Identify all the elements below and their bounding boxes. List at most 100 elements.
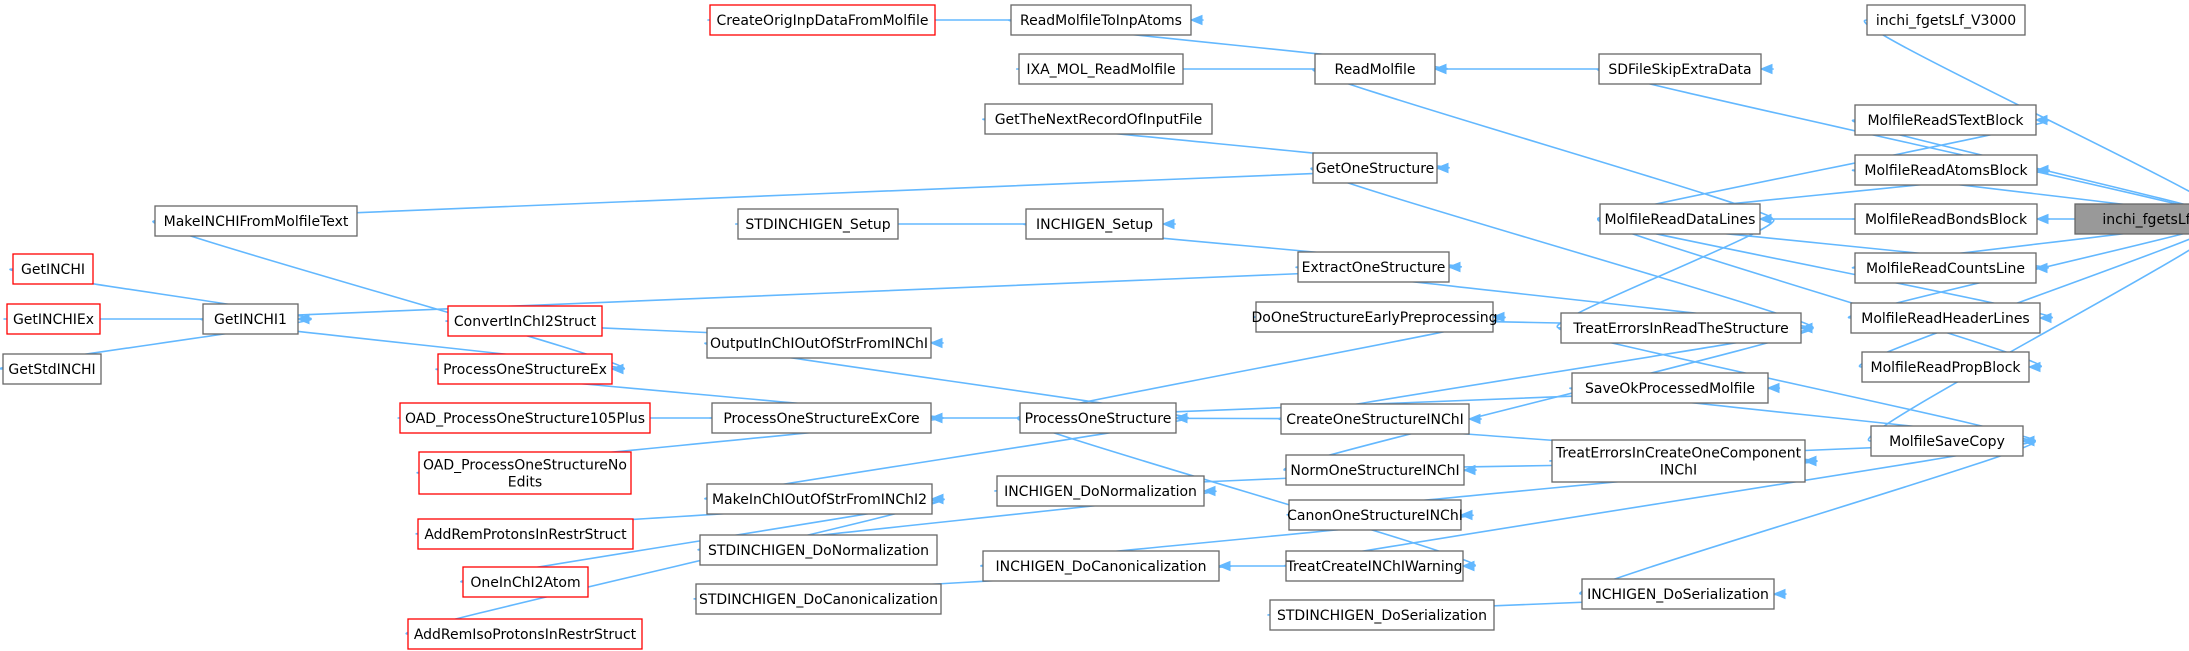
node-molfile-read-data-lines[interactable]: MolfileReadDataLines — [1599, 203, 1761, 235]
node-inchigen-do-canonicalization[interactable]: INCHIGEN_DoCanonicalization — [982, 550, 1220, 582]
node-box — [399, 402, 651, 434]
arrowhead — [2035, 213, 2049, 225]
node-get-one-structure[interactable]: GetOneStructure — [1312, 152, 1438, 184]
arrowhead — [929, 412, 943, 424]
node-label: ProcessOneStructureExCore — [723, 411, 919, 427]
arrowhead — [1467, 413, 1481, 425]
node-box — [1312, 152, 1438, 184]
node-stdinchigen-do-serialization[interactable]: STDINCHIGEN_DoSerialization — [1269, 599, 1495, 631]
node-box — [418, 451, 632, 495]
node-read-molfile-to-inp-atoms[interactable]: ReadMolfileToInpAtoms — [1010, 4, 1192, 36]
arrowhead — [1217, 560, 1231, 572]
node-box — [1599, 203, 1761, 235]
node-save-ok-processed-molfile[interactable]: SaveOkProcessedMolfile — [1571, 372, 1769, 404]
node-canon-one-structure-inch-i[interactable]: CanonOneStructureINChI — [1287, 499, 1463, 531]
node-label: STDINCHIGEN_DoCanonicalization — [699, 592, 938, 608]
arrowhead — [1189, 14, 1203, 26]
node-output-in-ch-iout-of-str-from-inch-i[interactable]: OutputInChIOutOfStrFromINChI — [706, 327, 932, 359]
node-read-molfile[interactable]: ReadMolfile — [1314, 53, 1436, 85]
arrowhead — [1772, 588, 1786, 600]
node-label: MolfileReadDataLines — [1605, 212, 1756, 228]
arrowhead — [1174, 412, 1188, 424]
node-molfile-read-atoms-block[interactable]: MolfileReadAtomsBlock — [1854, 154, 2038, 186]
node-molfile-read-counts-line[interactable]: MolfileReadCountsLine — [1854, 252, 2037, 284]
edge-sdfile-skip-extra-data-to-inchi-fgets-lf — [1596, 68, 2189, 208]
node-stdinchigen-setup[interactable]: STDINCHIGEN_Setup — [737, 208, 899, 240]
node-box — [1018, 53, 1184, 85]
node-box — [1866, 4, 2026, 36]
node-box — [2074, 203, 2189, 235]
node-add-rem-iso-protons-in-restr-struct[interactable]: AddRemIsoProtonsInRestrStruct — [407, 618, 643, 650]
node-treat-errors-in-read-the-structure[interactable]: TreatErrorsInReadTheStructure — [1560, 312, 1802, 344]
arrowhead — [1758, 213, 1772, 225]
node-get-std-inchi[interactable]: GetStdINCHI — [2, 353, 102, 385]
node-ixa-mol-read-molfile[interactable]: IXA_MOL_ReadMolfile — [1018, 53, 1184, 85]
node-box — [709, 4, 936, 36]
node-label: CanonOneStructureINChI — [1287, 508, 1463, 524]
node-get-inchiex[interactable]: GetINCHIEx — [6, 303, 101, 335]
node-create-orig-inp-data-from-molfile[interactable]: CreateOrigInpDataFromMolfile — [709, 4, 936, 36]
node-get-the-next-record-of-input-file[interactable]: GetTheNextRecordOfInputFile — [984, 103, 1213, 135]
node-molfile-read-stext-block[interactable]: MolfileReadSTextBlock — [1854, 104, 2037, 136]
node-label: TreatErrorsInCreateOneComponent — [1555, 446, 1802, 462]
node-molfile-save-copy[interactable]: MolfileSaveCopy — [1870, 425, 2024, 457]
node-stdinchigen-do-normalization[interactable]: STDINCHIGEN_DoNormalization — [699, 534, 938, 566]
node-inchigen-do-normalization[interactable]: INCHIGEN_DoNormalization — [996, 475, 1205, 507]
node-label: INCHIGEN_DoCanonicalization — [996, 559, 1207, 575]
node-label: MolfileReadSTextBlock — [1867, 113, 2024, 129]
arrowhead — [2035, 164, 2049, 176]
node-box — [984, 103, 1213, 135]
node-process-one-structure[interactable]: ProcessOneStructure — [1019, 402, 1177, 434]
arrowhead — [1766, 382, 1780, 394]
node-molfile-read-prop-block[interactable]: MolfileReadPropBlock — [1861, 351, 2030, 383]
node-label: OutputInChIOutOfStrFromINChI — [710, 336, 928, 352]
node-label: INCHIGEN_DoSerialization — [1587, 587, 1769, 603]
node-label: INCHIGEN_Setup — [1036, 217, 1153, 233]
node-inchigen-setup[interactable]: INCHIGEN_Setup — [1025, 208, 1164, 240]
node-inchi-fgets-lf-v3000[interactable]: inchi_fgetsLf_V3000 — [1866, 4, 2026, 36]
node-label: MolfileReadCountsLine — [1866, 261, 2025, 277]
node-label: IXA_MOL_ReadMolfile — [1026, 62, 1175, 78]
node-molfile-read-bonds-block[interactable]: MolfileReadBondsBlock — [1854, 203, 2038, 235]
node-stdinchigen-do-canonicalization[interactable]: STDINCHIGEN_DoCanonicalization — [695, 583, 942, 615]
node-treat-create-inch-iwarning[interactable]: TreatCreateINChIWarning — [1285, 550, 1464, 582]
node-label: STDINCHIGEN_DoNormalization — [708, 543, 929, 559]
node-get-inchi1[interactable]: GetINCHI1 — [202, 303, 299, 335]
node-box — [1854, 252, 2037, 284]
node-oad-process-one-structure105-plus[interactable]: OAD_ProcessOneStructure105Plus — [399, 402, 651, 434]
node-do-one-structure-early-preprocessing[interactable]: DoOneStructureEarlyPreprocessing — [1251, 301, 1498, 333]
node-one-in-ch-i2-atom[interactable]: OneInChI2Atom — [462, 566, 589, 598]
arrowhead — [1759, 63, 1773, 75]
node-create-one-structure-inch-i[interactable]: CreateOneStructureINChI — [1280, 403, 1470, 435]
node-get-inchi[interactable]: GetINCHI — [12, 253, 94, 285]
node-extract-one-structure[interactable]: ExtractOneStructure — [1297, 251, 1450, 283]
node-inchigen-do-serialization[interactable]: INCHIGEN_DoSerialization — [1581, 578, 1775, 610]
node-sdfile-skip-extra-data[interactable]: SDFileSkipExtraData — [1598, 53, 1762, 85]
node-process-one-structure-ex[interactable]: ProcessOneStructureEx — [437, 353, 613, 385]
node-label: GetINCHIEx — [13, 312, 94, 328]
node-make-in-ch-iout-of-str-from-inch-i2[interactable]: MakeInChIOutOfStrFromINChI2 — [706, 483, 933, 515]
node-make-inchifrom-molfile-text[interactable]: MakeINCHIFromMolfileText — [154, 205, 358, 237]
node-convert-in-ch-i2-struct[interactable]: ConvertInChI2Struct — [447, 305, 603, 337]
node-inchi-fgets-lf[interactable]: inchi_fgetsLf — [2074, 203, 2189, 235]
node-molfile-read-header-lines[interactable]: MolfileReadHeaderLines — [1850, 302, 2041, 334]
node-box — [1025, 208, 1164, 240]
node-box — [202, 303, 299, 335]
node-label: GetTheNextRecordOfInputFile — [995, 112, 1203, 128]
arrowhead — [1435, 162, 1449, 174]
node-process-one-structure-ex-core[interactable]: ProcessOneStructureExCore — [711, 402, 932, 434]
arrowhead — [1433, 63, 1447, 75]
node-label: MolfileSaveCopy — [1889, 434, 2005, 450]
node-norm-one-structure-inch-i[interactable]: NormOneStructureINChI — [1285, 454, 1465, 486]
node-box — [1314, 53, 1436, 85]
arrowhead — [1462, 464, 1476, 476]
node-add-rem-protons-in-restr-struct[interactable]: AddRemProtonsInRestrStruct — [417, 518, 634, 550]
node-box — [447, 305, 603, 337]
node-label: inchi_fgetsLf — [2102, 212, 2189, 228]
node-box — [2, 353, 102, 385]
node-box — [706, 483, 933, 515]
node-label: ReadMolfile — [1334, 62, 1415, 78]
node-label: TreatErrorsInReadTheStructure — [1572, 321, 1788, 337]
